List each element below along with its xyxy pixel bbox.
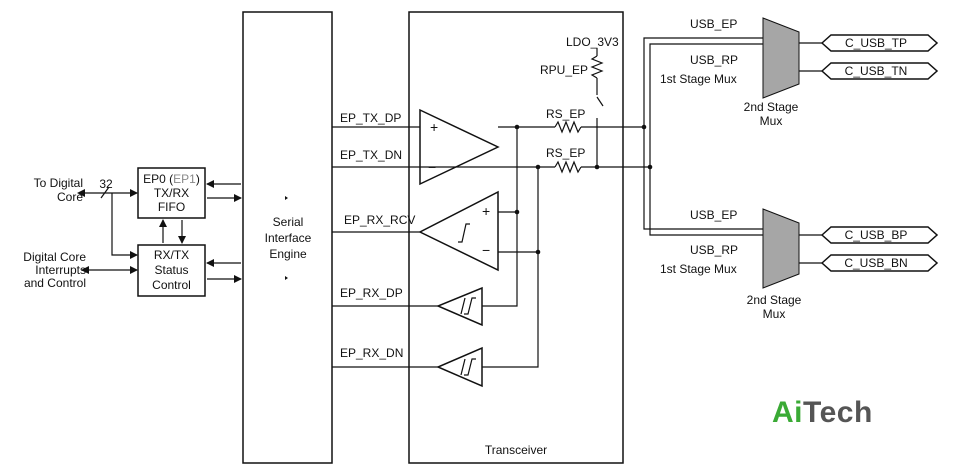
rx-amp-minus: − [482,242,490,258]
top-stage2-label-line1: 2nd Stage [744,100,799,114]
bottom-stage1-label: 1st Stage Mux [660,262,737,276]
status-label-line2: Status [154,263,188,277]
top-stage1-label: 1st Stage Mux [660,72,737,86]
schmitt-symbol [460,358,466,376]
dn-junction [535,249,541,255]
dp-junction [514,209,520,215]
rx-amp-plus: + [482,203,490,219]
logo-part-ai: Ai [772,396,803,429]
c-usb-tp-port [820,34,939,52]
top-2nd-stage-mux [762,17,800,99]
top-mux-feed-dp [643,37,763,127]
signal-label-tx-dn: EP_TX_DN [340,148,402,162]
sie-label-line1: Serial [273,215,304,229]
rs-ep-label-dn: RS_EP [546,146,585,160]
rpu-resistor [590,55,604,79]
schmitt-symbol [458,223,470,243]
status-label-line3: Control [152,278,191,292]
bus-to-status-line [111,193,138,259]
fifo-label-line1: EP0 (EP1) [143,172,200,186]
schmitt-symbol [460,297,466,315]
top-usb-rp-label: USB_RP [690,53,738,67]
tx-amp-plus: + [430,119,438,135]
signal-label-rx-dp: EP_RX_DP [340,286,403,300]
c-usb-tp-label: C_USB_TP [845,36,907,50]
svg-text:and Control: and Control [24,276,86,290]
rs-resistor-dp [554,120,582,134]
bottom-2nd-stage-mux [762,208,800,289]
logo-part-tech: Tech [803,396,873,429]
rs-resistor-dn [554,160,582,174]
c-usb-bn-label: C_USB_BN [844,256,907,270]
fifo-label-line3: FIFO [158,200,185,214]
serial-interface-engine-block [242,11,333,464]
bottom-usb-ep-label: USB_EP [690,208,737,222]
svg-text:Core: Core [57,190,83,204]
svg-text:Digital Core: Digital Core [23,250,86,264]
signal-label-rx-rcv: EP_RX_RCV [344,213,415,227]
pullup-switch [596,96,604,107]
digital-core-irq-label: Digital Core Interrupts and Control [23,250,86,290]
bus-width-label: 32 [99,177,113,191]
sie-port-marker [285,276,288,280]
dp-feedback [482,127,518,307]
bottom-mux-feed-dn [649,167,763,236]
dn-feedback [482,167,539,368]
bus-slash [100,186,110,199]
to-digital-core-label: To Digital Core [34,176,84,204]
signal-label-tx-dp: EP_TX_DP [340,111,401,125]
top-mux-feed-dn [649,43,763,167]
dn-junction [594,164,600,170]
bottom-usb-rp-label: USB_RP [690,243,738,257]
schmitt-symbol [464,358,476,376]
svg-text:Interrupts: Interrupts [35,263,86,277]
svg-text:To Digital: To Digital [34,176,83,190]
c-usb-bp-label: C_USB_BP [845,228,908,242]
ldo-3v3-label: LDO_3V3 [566,35,619,49]
rx-differential-receiver [418,190,499,272]
top-stage2-label-line2: Mux [760,114,783,128]
top-usb-ep-label: USB_EP [690,17,737,31]
sie-label-line2: Interface [265,231,312,245]
status-control-block [137,244,206,297]
bottom-mux-feed-dp [643,127,763,230]
transceiver-title: Transceiver [485,443,547,457]
status-label-line1: RX/TX [154,248,189,262]
rs-ep-label-dp: RS_EP [546,107,585,121]
bottom-stage2-label-line2: Mux [763,307,786,321]
sie-port-marker [285,196,288,200]
fifo-block [137,167,206,219]
sie-label-line3: Engine [269,247,307,261]
c-usb-bp-port [820,226,939,244]
rpu-ep-label: RPU_EP [540,63,588,77]
c-usb-bn-port [820,254,939,272]
c-usb-tn-label: C_USB_TN [845,64,908,78]
signal-label-rx-dn: EP_RX_DN [340,346,403,360]
schmitt-symbol [464,297,476,315]
fifo-label-line2: TX/RX [154,186,189,200]
tx-driver-amplifier [419,108,500,186]
c-usb-tn-port [820,62,939,80]
aitech-logo: AiTech [772,396,873,430]
bottom-stage2-label-line1: 2nd Stage [747,293,802,307]
